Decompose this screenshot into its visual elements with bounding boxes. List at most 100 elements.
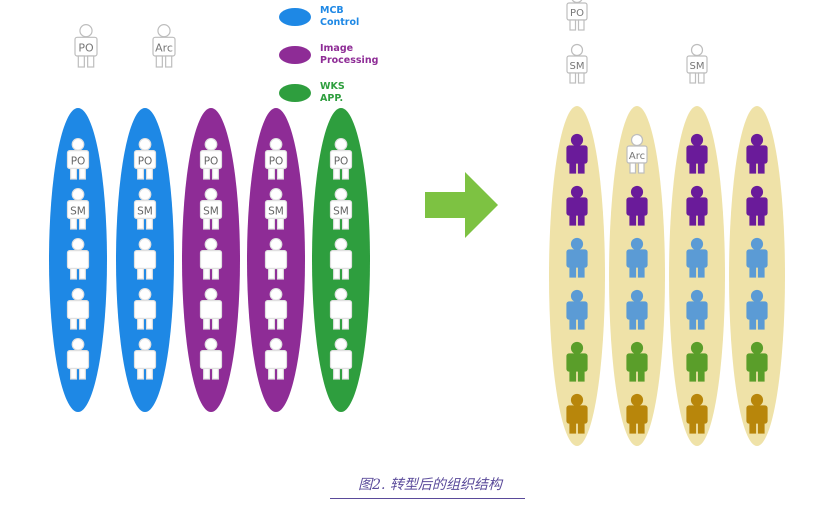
arc-member: Arc: [626, 133, 648, 174]
team-member: [626, 341, 648, 382]
team-ellipse: [729, 106, 785, 446]
team-ellipse: [669, 106, 725, 446]
left-top-roles: PO Arc: [74, 24, 176, 68]
team-member: SM: [66, 187, 90, 230]
legend-swatch: [279, 46, 311, 64]
role-label: PO: [204, 155, 219, 167]
team-member: [686, 237, 708, 278]
team-ellipse: PO SM: [247, 108, 305, 412]
team-ellipse: [549, 106, 605, 446]
transition-arrow: [425, 172, 498, 238]
role-label: SM: [137, 205, 153, 217]
legend-swatch: [279, 8, 311, 26]
legend-label: Image: [320, 43, 353, 54]
top-role-figure: PO: [566, 0, 588, 31]
team-member: [264, 337, 288, 380]
role-label: Arc: [155, 42, 173, 55]
team-member: [66, 237, 90, 280]
legend-label: WKS: [320, 81, 345, 92]
team-member: SM: [133, 187, 157, 230]
top-role-figure: SM: [686, 43, 708, 84]
team-member: [686, 341, 708, 382]
team-member: [566, 393, 588, 434]
team-ellipse: PO SM: [49, 108, 107, 412]
team-member: PO: [133, 137, 157, 180]
top-role-figure: Arc: [152, 24, 176, 68]
team-member: [746, 237, 768, 278]
team-ellipse: PO SM: [182, 108, 240, 412]
team-member: [66, 337, 90, 380]
team-member: PO: [264, 137, 288, 180]
team-member: [566, 237, 588, 278]
caption-underline: [330, 498, 525, 499]
team-member: [329, 337, 353, 380]
team-ellipse: PO SM: [312, 108, 370, 412]
role-label: PO: [71, 155, 86, 167]
team-member: [626, 393, 648, 434]
role-label: SM: [570, 61, 585, 72]
legend-label: MCB: [320, 5, 344, 16]
right-arrow-icon: [425, 172, 498, 238]
right-teams: Arc: [549, 106, 785, 446]
role-label: SM: [203, 205, 219, 217]
legend-label: Control: [320, 17, 359, 28]
legend-label: Processing: [320, 55, 378, 66]
role-label: PO: [334, 155, 349, 167]
top-role-figure: PO: [74, 24, 98, 68]
team-member: [566, 289, 588, 330]
team-member: [686, 185, 708, 226]
team-member: PO: [66, 137, 90, 180]
team-ellipse: PO SM: [116, 108, 174, 412]
team-member: [66, 287, 90, 330]
team-member: [566, 185, 588, 226]
team-member: [746, 341, 768, 382]
team-member: [199, 337, 223, 380]
role-label: PO: [78, 42, 94, 55]
team-member: [626, 237, 648, 278]
top-role-figure: SM: [566, 43, 588, 84]
team-member: SM: [199, 187, 223, 230]
team-member: [746, 393, 768, 434]
team-member: [566, 133, 588, 174]
role-label: PO: [138, 155, 153, 167]
team-member: [686, 393, 708, 434]
team-member: [566, 341, 588, 382]
team-member: [199, 237, 223, 280]
right-top-roles: PO SM SM: [566, 0, 708, 84]
team-member: [329, 287, 353, 330]
team-member: [133, 237, 157, 280]
figure-caption: 图2. 转型后的组织结构: [358, 477, 502, 493]
team-member: [686, 289, 708, 330]
role-label: SM: [70, 205, 86, 217]
role-label: PO: [269, 155, 284, 167]
team-member: [133, 337, 157, 380]
legend-label: APP.: [320, 93, 343, 104]
team-ellipse: Arc: [609, 106, 665, 446]
legend-swatch: [279, 84, 311, 102]
team-member: PO: [329, 137, 353, 180]
team-member: [264, 237, 288, 280]
role-label: Arc: [629, 151, 645, 162]
team-member: [626, 185, 648, 226]
team-member: [626, 289, 648, 330]
team-member: [686, 133, 708, 174]
role-label: PO: [570, 8, 584, 19]
team-member: SM: [264, 187, 288, 230]
role-label: SM: [690, 61, 705, 72]
role-label: SM: [268, 205, 284, 217]
team-member: [329, 237, 353, 280]
team-member: [746, 185, 768, 226]
team-member: [199, 287, 223, 330]
left-teams: PO SM PO SM PO SM PO SM PO SM: [49, 108, 370, 412]
role-label: SM: [333, 205, 349, 217]
team-member: [264, 287, 288, 330]
team-member: SM: [329, 187, 353, 230]
team-member: [746, 289, 768, 330]
team-member: [133, 287, 157, 330]
team-member: PO: [199, 137, 223, 180]
